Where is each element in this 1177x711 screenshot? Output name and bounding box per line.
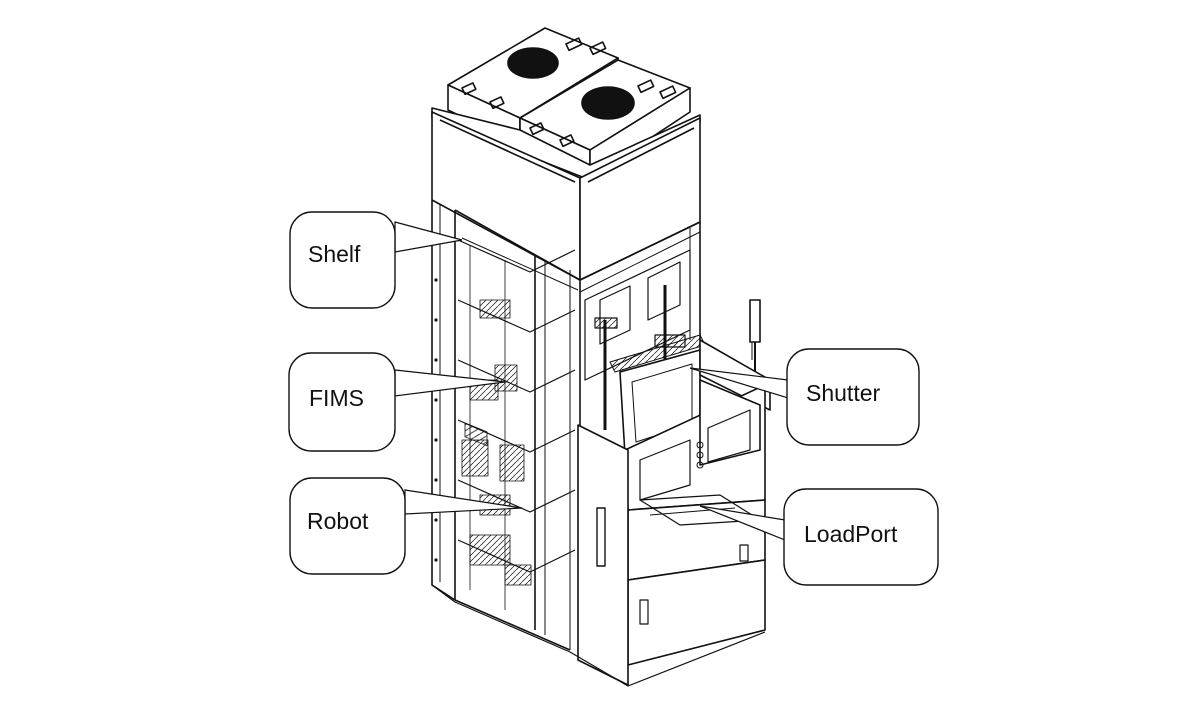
fan-icon	[507, 47, 559, 79]
frame-rivets	[434, 238, 438, 562]
label-robot: Robot	[307, 508, 369, 534]
callout-shutter: Shutter	[786, 348, 920, 446]
label-fims: FIMS	[309, 385, 364, 411]
label-shelf: Shelf	[308, 241, 361, 267]
leader-lines	[394, 221, 789, 541]
fan-icon	[581, 86, 635, 120]
callout-loadport: LoadPort	[783, 488, 939, 586]
shelf-leader	[394, 221, 463, 253]
signal-tower	[749, 299, 761, 343]
label-shutter: Shutter	[806, 380, 880, 406]
loadport-cabinet	[627, 494, 766, 666]
control-buttons	[696, 441, 704, 469]
machine-illustration	[431, 27, 771, 687]
transfer-mechanism	[584, 249, 691, 430]
storage-shelves	[457, 239, 576, 610]
label-loadport: LoadPort	[804, 521, 898, 547]
door-handle	[596, 507, 606, 567]
callout-shelf: Shelf	[289, 211, 396, 309]
callout-fims: FIMS	[288, 352, 396, 452]
callout-robot: Robot	[289, 477, 406, 575]
front-door	[577, 424, 649, 686]
